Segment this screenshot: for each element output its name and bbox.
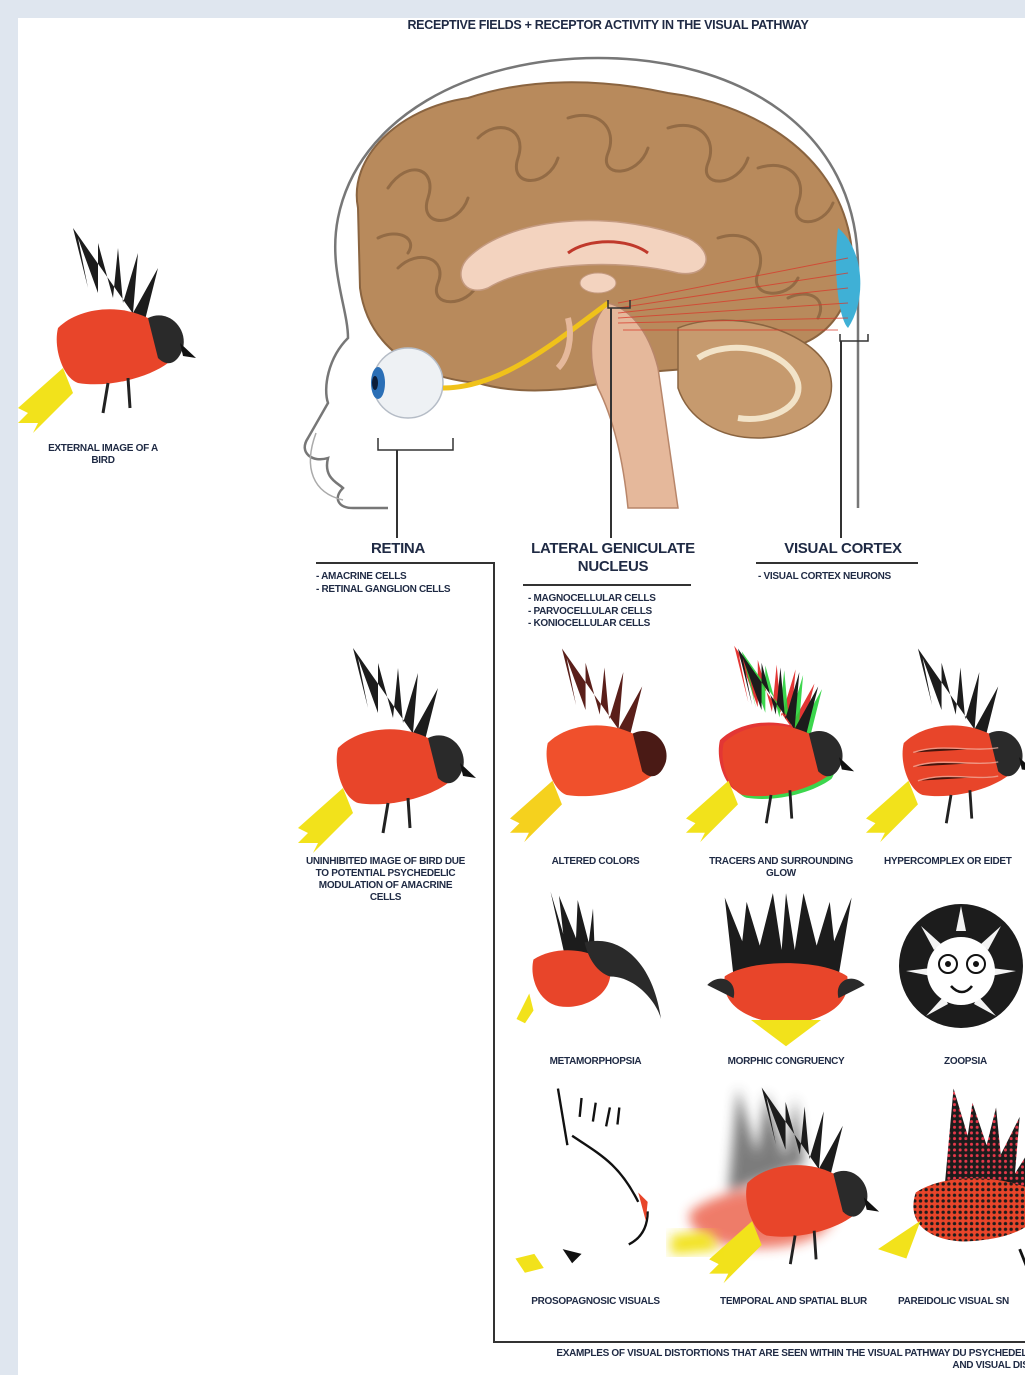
- diagram-title: RECEPTIVE FIELDS + RECEPTOR ACTIVITY IN …: [398, 18, 818, 33]
- distortion-label: PAREIDOLIC VISUAL SN: [898, 1296, 1025, 1308]
- bird-prosopagnosic-icon: [506, 1078, 676, 1288]
- footer-caption: EXAMPLES OF VISUAL DISTORTIONS THAT ARE …: [543, 1348, 1025, 1372]
- retina-heading: RETINA: [318, 540, 478, 558]
- lgn-cell-list: - MAGNOCELLULAR CELLS - PARVOCELLULAR CE…: [528, 593, 703, 631]
- distortion-label: ALTERED COLORS: [518, 856, 673, 868]
- distortion-label: PROSOPAGNOSIC VISUALS: [513, 1296, 678, 1308]
- bird-blur-icon: [666, 1078, 886, 1288]
- cortex-cell-list: - VISUAL CORTEX NEURONS: [758, 571, 933, 584]
- distortion-label: METAMORPHOPSIA: [518, 1056, 673, 1068]
- distortion-label: TRACERS AND SURROUNDING GLOW: [696, 856, 866, 880]
- bird-morphic-congruency-icon: [706, 880, 866, 1055]
- lgn-cell-item: - PARVOCELLULAR CELLS: [528, 606, 703, 619]
- retina-cell-item: - RETINAL GANGLION CELLS: [316, 584, 491, 597]
- retina-cell-list: - AMACRINE CELLS - RETINAL GANGLION CELL…: [316, 571, 491, 596]
- lgn-heading: LATERAL GENICULATE NUCLEUS: [518, 540, 708, 576]
- retina-vertical-frame: [493, 562, 495, 1342]
- cortex-divider: [756, 562, 918, 564]
- bird-metamorphopsia-icon: [513, 883, 673, 1053]
- distortion-label: TEMPORAL AND SPATIAL BLUR: [711, 1296, 876, 1308]
- distortion-label: HYPERCOMPLEX OR EIDET: [884, 856, 1025, 868]
- lgn-divider: [523, 584, 691, 586]
- distortion-label: MORPHIC CONGRUENCY: [701, 1056, 871, 1068]
- bird-uninhibited-image: [298, 638, 478, 858]
- zoopsia-face-icon: [896, 886, 1025, 1046]
- lgn-cell-item: - MAGNOCELLULAR CELLS: [528, 593, 703, 606]
- retina-cell-item: - AMACRINE CELLS: [316, 571, 491, 584]
- cortex-cell-item: - VISUAL CORTEX NEURONS: [758, 571, 933, 584]
- head-brain-illustration: [268, 38, 888, 518]
- bird-pareidolic-icon: [878, 1078, 1025, 1288]
- diagram-canvas: RECEPTIVE FIELDS + RECEPTOR ACTIVITY IN …: [18, 18, 1025, 1375]
- cortex-connector-line: [840, 341, 842, 538]
- retina-connector-line: [396, 450, 398, 538]
- retina-caption: UNINHIBITED IMAGE OF BIRD DUE TO POTENTI…: [303, 856, 468, 904]
- lgn-cell-item: - KONIOCELLULAR CELLS: [528, 618, 703, 631]
- distortion-label: ZOOPSIA: [908, 1056, 1023, 1068]
- bird-hypercomplex-icon: [866, 638, 1025, 848]
- bird-external-image: [18, 218, 198, 438]
- bird-altered-colors-icon: [510, 638, 680, 848]
- cortex-heading: VISUAL CORTEX: [758, 540, 928, 558]
- lgn-connector-line: [610, 308, 612, 538]
- frame-bottom-line: [493, 1341, 1025, 1343]
- retina-divider: [316, 562, 494, 564]
- external-image-label: EXTERNAL IMAGE OF A BIRD: [43, 443, 163, 467]
- bird-tracers-icon: [686, 638, 856, 848]
